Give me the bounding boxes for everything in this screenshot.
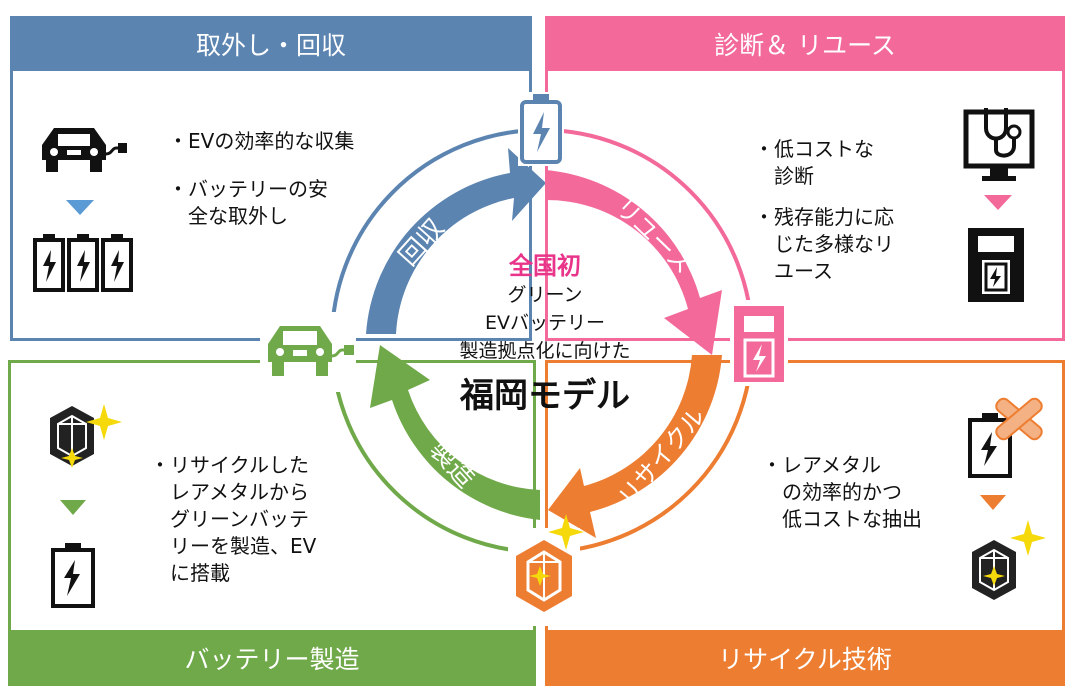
manufacture-bullet-1: ・リサイクルした レアメタルから グリーンバッテ リーを製造、EV に搭載 — [150, 453, 317, 585]
center-line2: EVバッテリー — [484, 312, 605, 334]
header-collect: 取外し・回収 — [10, 16, 532, 71]
down-arrow-icon-4 — [980, 495, 1006, 510]
damaged-battery-icon — [968, 397, 1043, 478]
down-arrow-icon — [66, 200, 94, 215]
gem-node-icon — [508, 514, 584, 626]
header-diagnose: 診断＆ リユース — [545, 16, 1065, 71]
arrow-collect — [366, 148, 546, 334]
header-recycle: リサイクル技術 — [545, 630, 1065, 686]
collect-bullet-2: ・バッテリーの安 全な取外し — [168, 177, 328, 228]
arrow-manufacture — [370, 345, 540, 520]
center-line3: 製造拠点化に向けた — [459, 340, 631, 362]
center-line1: グリーン — [507, 284, 583, 306]
center-title: 福岡モデル — [460, 376, 630, 416]
car-node-icon — [260, 312, 356, 392]
diagnose-bullet-2: ・残存能力に応 じた多様なリ ユース — [754, 205, 894, 283]
recycle-bullet-1: ・レアメタル の効率的かつ 低コストな抽出 — [762, 453, 922, 531]
gem-icon-2 — [972, 520, 1046, 600]
header-manufacture: バッテリー製造 — [8, 630, 536, 686]
charger-node-icon — [730, 300, 788, 386]
down-arrow-icon-2 — [984, 195, 1012, 210]
battery-node-icon — [518, 92, 564, 166]
charging-station-icon — [968, 228, 1024, 302]
arrow-recycle — [548, 355, 722, 538]
label-recycle: リサイクル — [613, 402, 711, 511]
car-icon — [42, 128, 127, 172]
diagnosis-monitor-icon — [963, 108, 1035, 181]
diagnose-bullet-1: ・低コストな 診断 — [754, 137, 874, 188]
battery-icon — [51, 543, 95, 608]
center-highlight: 全国初 — [509, 252, 581, 280]
batteries-icon — [33, 234, 133, 292]
arrow-reuse — [545, 170, 722, 355]
gem-icon — [50, 404, 122, 468]
down-arrow-icon-3 — [60, 500, 86, 515]
collect-bullet-1: ・EVの効率的な収集 — [168, 129, 355, 153]
